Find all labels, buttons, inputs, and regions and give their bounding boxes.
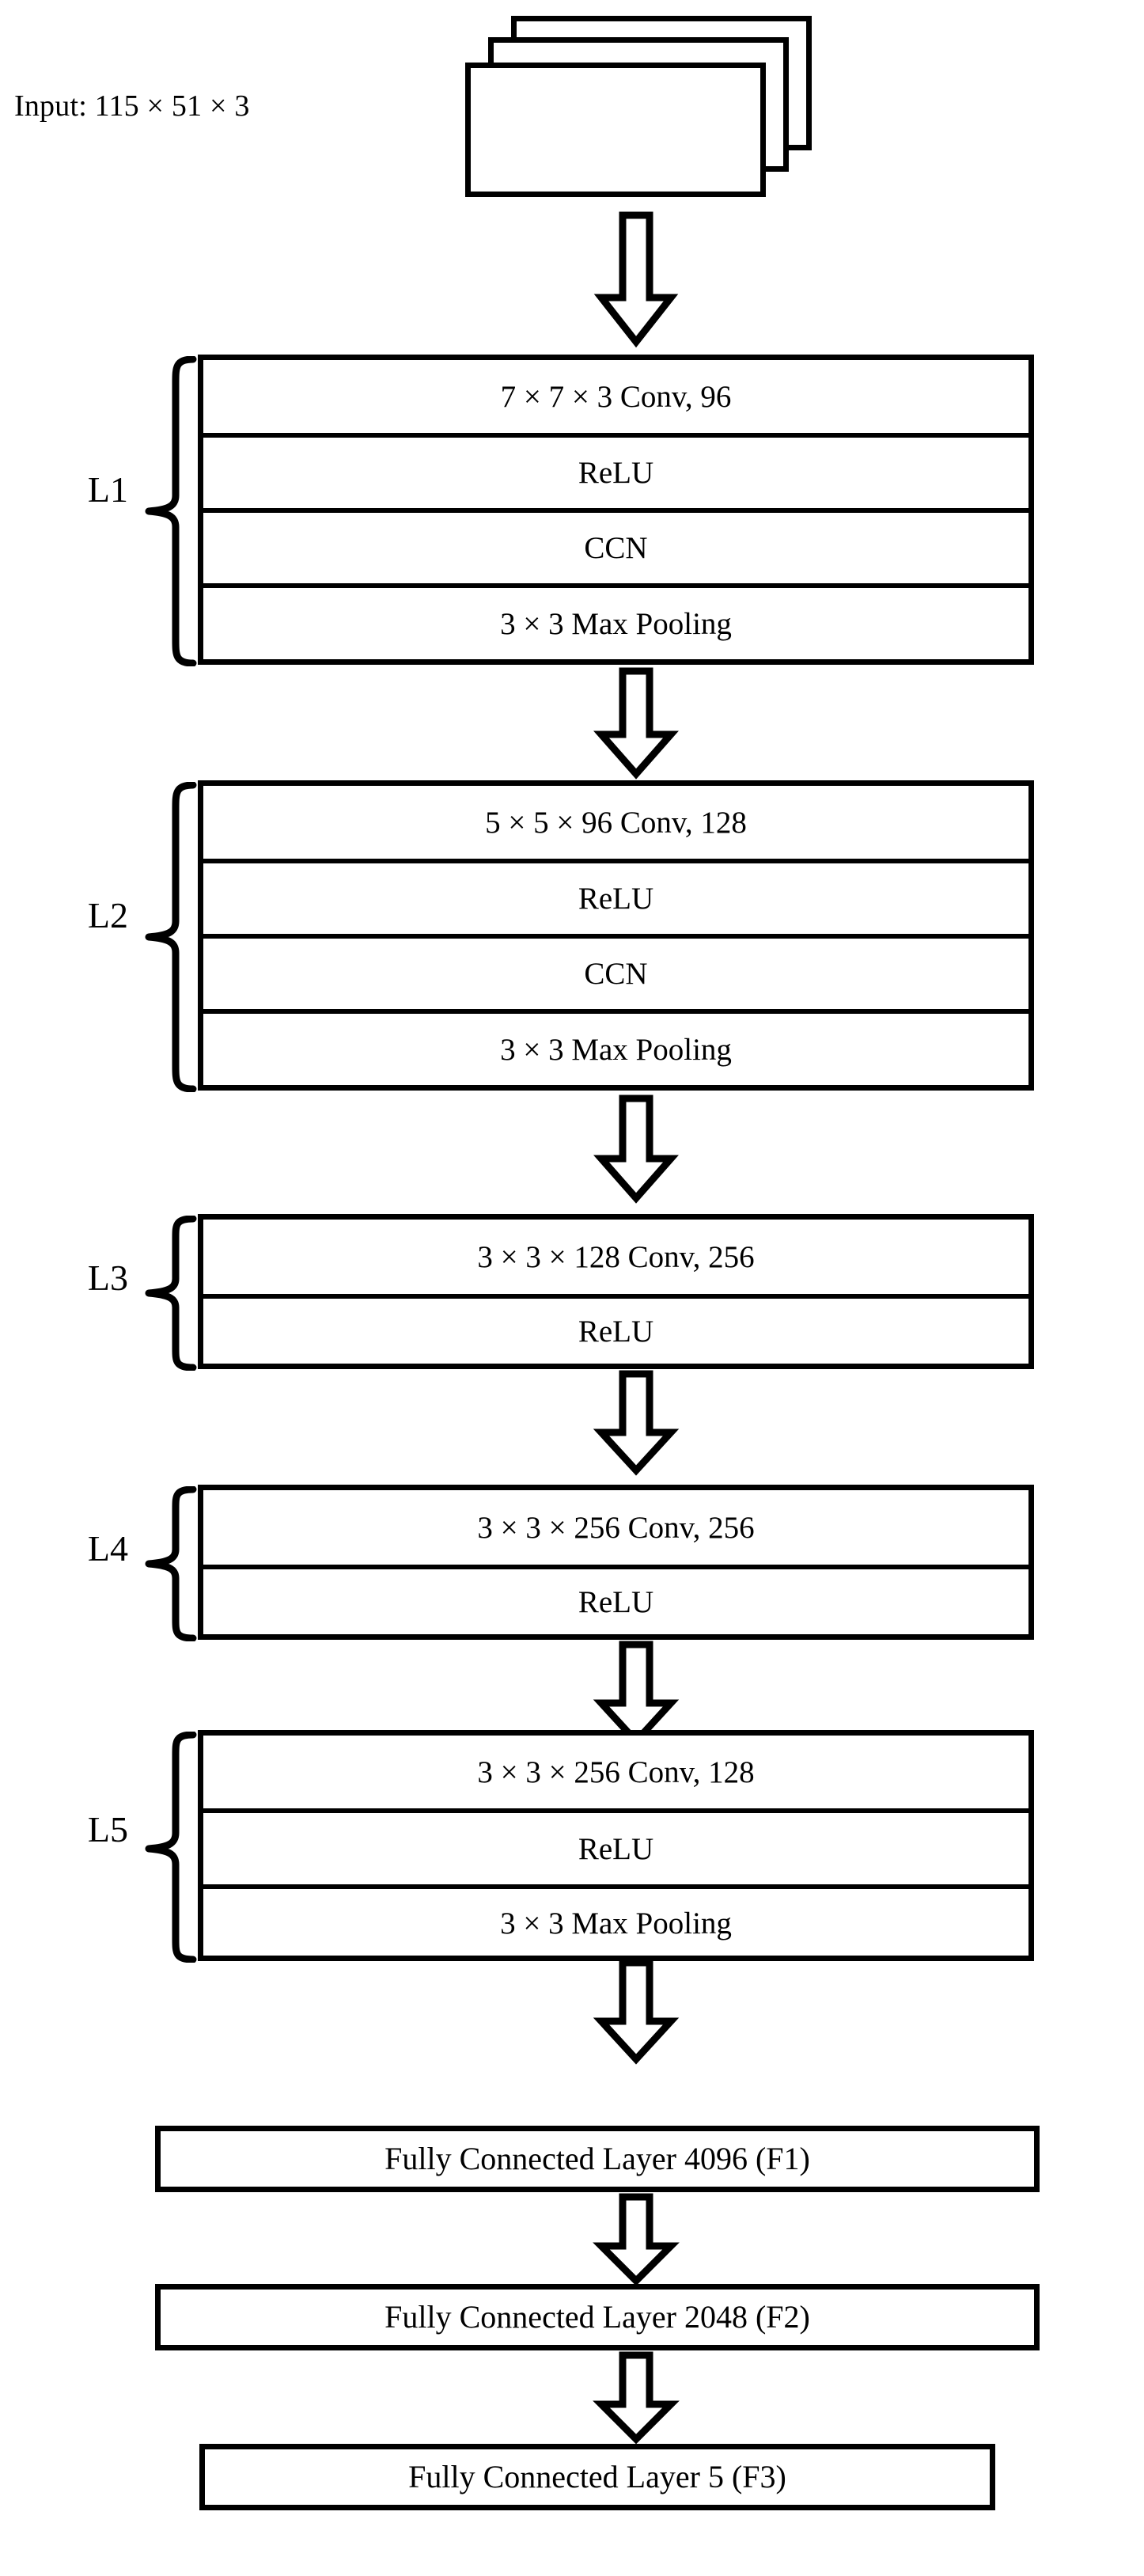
layer-label-l3: L3 (87, 1258, 128, 1298)
input-label: Input: 115 × 51 × 3 (14, 89, 250, 123)
brace-l4 (144, 1486, 198, 1641)
fully-connected-box-f2: Fully Connected Layer 2048 (F2) (155, 2284, 1040, 2350)
layer-row: ReLU (203, 438, 1028, 513)
brace-l5 (144, 1732, 198, 1963)
fully-connected-box-f3: Fully Connected Layer 5 (F3) (199, 2444, 995, 2510)
brace-l2 (144, 782, 198, 1092)
layer-box-l2: 5 × 5 × 96 Conv, 128 ReLU CCN 3 × 3 Max … (198, 780, 1034, 1091)
layer-box-l4: 3 × 3 × 256 Conv, 256 ReLU (198, 1485, 1034, 1640)
layer-row: CCN (203, 513, 1028, 588)
layer-row: 3 × 3 × 256 Conv, 256 (203, 1490, 1028, 1569)
input-image-stack (443, 0, 823, 214)
layer-box-l1: 7 × 7 × 3 Conv, 96 ReLU CCN 3 × 3 Max Po… (198, 355, 1034, 665)
layer-label-l5: L5 (87, 1809, 128, 1849)
layer-row: 7 × 7 × 3 Conv, 96 (203, 360, 1028, 438)
layer-box-l3: 3 × 3 × 128 Conv, 256 ReLU (198, 1214, 1034, 1369)
layer-row: ReLU (578, 1584, 654, 1619)
layer-label-l4: L4 (87, 1528, 128, 1569)
input-sheet-front (465, 63, 766, 197)
layer-row: 5 × 5 × 96 Conv, 128 (203, 786, 1028, 863)
layer-row: CCN (203, 939, 1028, 1014)
layer-row: ReLU (578, 1314, 654, 1349)
fully-connected-box-f1: Fully Connected Layer 4096 (F1) (155, 2126, 1040, 2192)
layer-box-l5: 3 × 3 × 256 Conv, 128 ReLU 3 × 3 Max Poo… (198, 1730, 1034, 1961)
brace-l3 (144, 1216, 198, 1371)
layer-row: ReLU (203, 1813, 1028, 1889)
layer-row: ReLU (203, 863, 1028, 939)
layer-row: 3 × 3 × 128 Conv, 256 (203, 1220, 1028, 1299)
layer-label-l2: L2 (87, 895, 128, 935)
layer-row: 3 × 3 × 256 Conv, 128 (203, 1736, 1028, 1813)
brace-l1 (144, 356, 198, 666)
layer-label-l1: L1 (87, 469, 128, 510)
layer-row: 3 × 3 Max Pooling (500, 1032, 732, 1067)
layer-row: 3 × 3 Max Pooling (500, 606, 732, 641)
layer-row: 3 × 3 Max Pooling (500, 1906, 732, 1941)
